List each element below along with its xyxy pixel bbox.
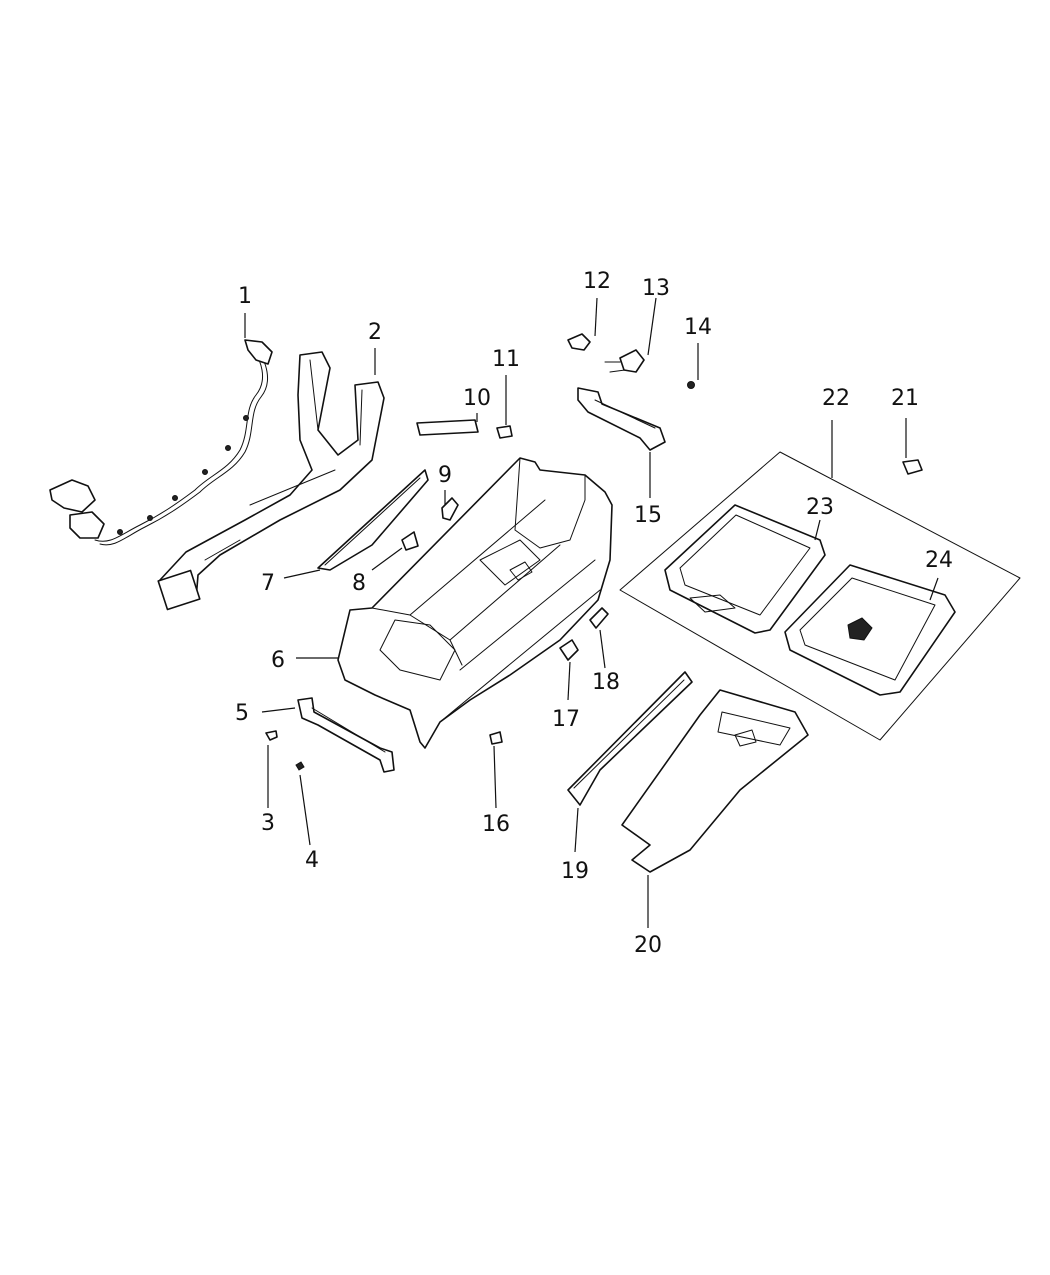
- part-15-support: [577, 387, 666, 451]
- part-13-harness: [604, 349, 645, 373]
- callout-12: 12: [583, 269, 611, 294]
- part-8-trim-clip: [401, 531, 419, 551]
- part-5-bracket: [297, 697, 395, 773]
- part-3-screw: [265, 730, 278, 741]
- callout-23: 23: [806, 495, 834, 520]
- callout-24: 24: [925, 548, 953, 573]
- callout-17: 17: [552, 707, 580, 732]
- part-10-mat: [416, 419, 479, 436]
- callout-14: 14: [684, 315, 712, 340]
- callout-6: 6: [271, 648, 285, 673]
- callout-8: 8: [352, 571, 366, 596]
- callout-21: 21: [891, 386, 919, 411]
- part-7-side-panel: [317, 469, 429, 571]
- callout-5: 5: [235, 701, 249, 726]
- part-19-trim-panel: [567, 671, 693, 806]
- callout-15: 15: [634, 503, 662, 528]
- callout-20: 20: [634, 933, 662, 958]
- part-14-bolt: [687, 381, 695, 389]
- part-21-latch: [902, 459, 923, 475]
- part-24-armrest-lid: [784, 564, 956, 696]
- callout-1: 1: [238, 284, 252, 309]
- part-4-clip: [295, 761, 305, 771]
- callout-19: 19: [561, 859, 589, 884]
- callout-4: 4: [305, 848, 319, 873]
- part-6-console-body: [337, 457, 613, 749]
- callout-3: 3: [261, 811, 275, 836]
- part-1-wiring-harness: [49, 339, 273, 546]
- part-16-cover: [489, 731, 503, 745]
- callout-10: 10: [463, 386, 491, 411]
- callout-labels: 1 2 3 4 5 6 7 8 9 10 11 12 13 14 15 16 1…: [235, 269, 953, 958]
- callout-13: 13: [642, 276, 670, 301]
- part-11-clip: [496, 425, 513, 439]
- callout-16: 16: [482, 812, 510, 837]
- part-22-kit-box: [619, 451, 1021, 741]
- part-18-clip: [589, 607, 609, 629]
- part-20-floor-mat: [621, 689, 809, 873]
- part-9-switch: [441, 497, 459, 521]
- part-2-air-duct: [157, 351, 385, 611]
- callout-11: 11: [492, 347, 520, 372]
- callout-18: 18: [592, 670, 620, 695]
- part-17-cap: [559, 639, 579, 661]
- part-12-connector: [567, 333, 591, 351]
- callout-22: 22: [822, 386, 850, 411]
- callout-7: 7: [261, 571, 275, 596]
- callout-2: 2: [368, 320, 382, 345]
- callout-9: 9: [438, 463, 452, 488]
- leader-lines: [244, 297, 939, 928]
- part-23-armrest: [664, 504, 826, 634]
